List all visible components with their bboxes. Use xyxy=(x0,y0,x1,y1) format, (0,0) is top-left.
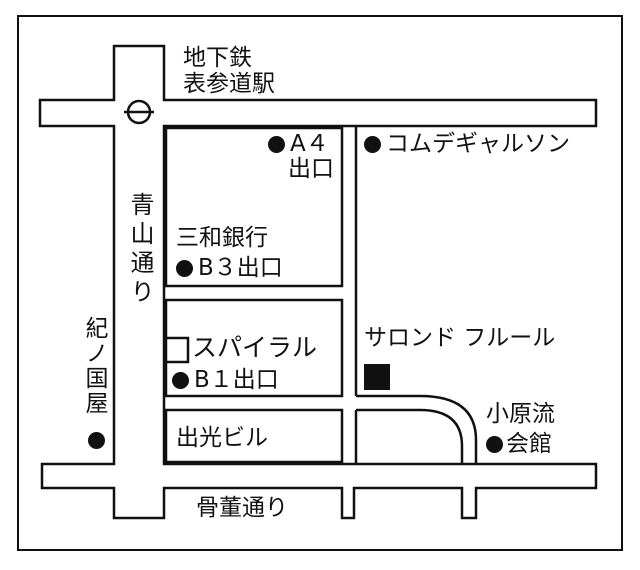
street-label-aoyama: 青山通り xyxy=(126,192,154,308)
block-idemitsu xyxy=(164,408,344,464)
place-label-salon-fleur: サロンド フルール xyxy=(364,325,556,351)
street-label-kotto: 骨董通り xyxy=(196,495,288,521)
block-sanwa-bank xyxy=(164,126,344,288)
map-frame xyxy=(17,15,623,551)
exit-b1-label: B１出口 xyxy=(194,367,279,393)
place-label-sanwa-bank: 三和銀行 xyxy=(176,225,268,251)
comme-des-garcons-dot-icon xyxy=(364,136,381,153)
side-street-curve-inner xyxy=(356,408,464,464)
place-label-comme-des-garcons: コムデギャルソン xyxy=(386,131,570,157)
street-network xyxy=(38,44,598,520)
block-spiral xyxy=(164,298,344,398)
exit-a4-line2: 出口 xyxy=(288,156,334,182)
subway-station-icon xyxy=(124,99,154,125)
place-label-ohara-line1: 小原流 xyxy=(486,401,555,427)
spiral-marker-icon xyxy=(164,336,190,364)
exit-a4-dot-icon xyxy=(268,136,285,153)
kinokuniya-dot-icon xyxy=(88,432,105,449)
station-name-line2: 表参道駅 xyxy=(183,71,275,97)
place-label-kinokuniya: 紀ノ国屋 xyxy=(81,316,107,416)
ohara-kaikan-dot-icon xyxy=(486,436,503,453)
salon-fleur-marker-icon xyxy=(364,364,390,390)
place-label-idemitsu: 出光ビル xyxy=(176,425,268,451)
exit-b3-label: B３出口 xyxy=(198,255,283,281)
place-label-spiral: スパイラル xyxy=(192,333,318,362)
exit-b3-dot-icon xyxy=(176,260,193,277)
exit-b1-dot-icon xyxy=(172,372,189,389)
side-street-curve-outer xyxy=(356,394,478,464)
place-label-ohara-line2: 会館 xyxy=(506,431,552,457)
exit-a4-line1: A４ xyxy=(290,131,329,157)
station-name-line1: 地下鉄 xyxy=(183,45,252,71)
